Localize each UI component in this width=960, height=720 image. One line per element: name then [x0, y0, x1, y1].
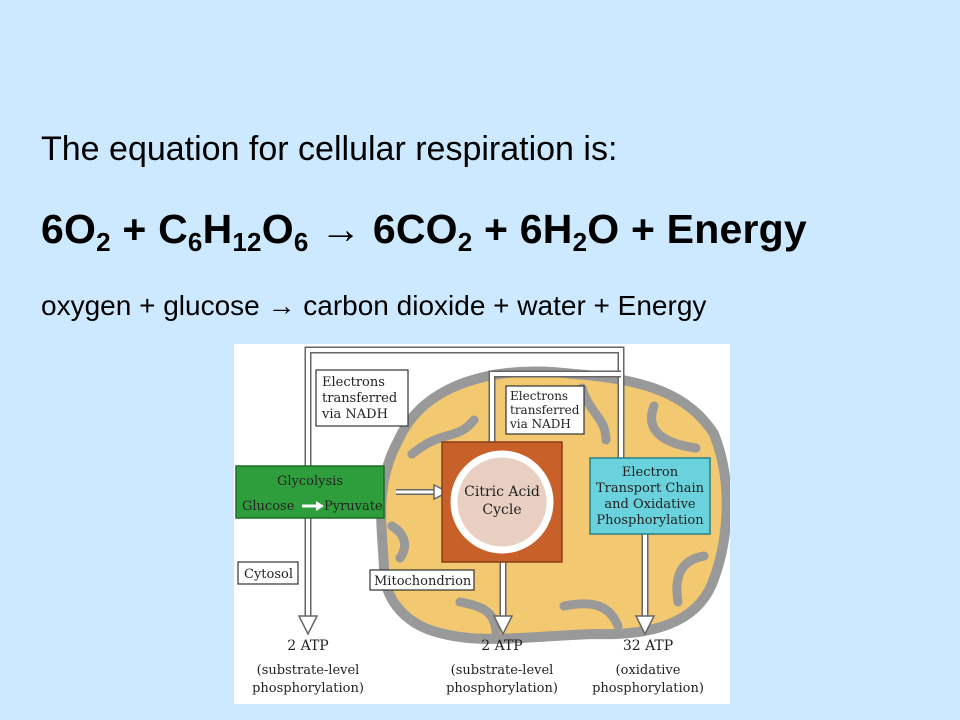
- etc-line-4: Phosphorylation: [596, 513, 704, 528]
- formula-subscript: 2: [96, 227, 111, 257]
- nadh-right-line-2: transferred: [510, 403, 580, 417]
- atp-left-line-2: phosphorylation): [252, 681, 364, 696]
- glycolysis-glucose: Glucose: [242, 499, 295, 514]
- etc-line-2: Transport Chain: [596, 481, 705, 496]
- atp-right-line-2: phosphorylation): [592, 681, 704, 696]
- atp-right-amount: 32 ATP: [623, 638, 673, 654]
- formula-subscript: 12: [232, 227, 262, 257]
- formula-subscript: 6: [293, 227, 309, 257]
- nadh-box-left: [315, 369, 409, 427]
- formula-segment: + C: [110, 206, 188, 252]
- glycolysis-box: [235, 465, 385, 519]
- atp-mid-line-1: (substrate-level: [451, 663, 554, 678]
- formula-segment: H: [202, 206, 233, 252]
- mitochondrion-label: Mitochondrion: [374, 574, 472, 589]
- glycolysis-title: Glycolysis: [277, 474, 343, 489]
- nadh-left-line-1: Electrons: [322, 375, 385, 390]
- heading-text: The equation for cellular respiration is…: [41, 130, 618, 168]
- nadh-right-line-1: Electrons: [510, 389, 568, 403]
- electron-transport-box: [589, 457, 711, 535]
- formula-subscript: 6: [187, 227, 203, 257]
- cytosol-label: Cytosol: [244, 567, 293, 582]
- word-equation: oxygen + glucose → carbon dioxide + wate…: [41, 290, 707, 321]
- atp-right-line-1: (oxidative: [616, 663, 681, 678]
- glycolysis-pyruvate: Pyruvate: [324, 499, 383, 514]
- formula-subscript: 2: [457, 227, 473, 257]
- atp-mid-line-2: phosphorylation): [446, 681, 558, 696]
- atp-left-line-1: (substrate-level: [257, 663, 360, 678]
- citric-line-1: Citric Acid: [464, 484, 540, 500]
- cytosol-label-box: [237, 561, 299, 585]
- etc-line-1: Electron: [622, 465, 679, 480]
- mitochondrion-cristae: [387, 383, 709, 639]
- formula-subscript: 2: [572, 227, 588, 257]
- formula-segment: + 6H: [472, 206, 573, 252]
- atp-left-amount: 2 ATP: [287, 638, 328, 654]
- respiration-diagram: Electrons transferred via NADH Electrons…: [234, 344, 730, 704]
- mitochondrion-label-box: [369, 569, 475, 591]
- atp-mid-amount: 2 ATP: [481, 638, 522, 654]
- formula-segment: O + Energy: [587, 206, 807, 252]
- etc-line-3: and Oxidative: [604, 497, 696, 512]
- citric-line-2: Cycle: [482, 502, 521, 518]
- formula-segment: O: [261, 206, 294, 252]
- formula-segment: 6O: [41, 206, 97, 252]
- nadh-right-line-3: via NADH: [509, 417, 571, 431]
- chemical-equation: 6O2 + C6H12O6 → 6CO2 + 6H2O + Energy: [41, 206, 807, 255]
- formula-segment: → 6CO: [308, 206, 458, 252]
- nadh-box-right: [505, 385, 585, 435]
- citric-acid-circle: [450, 450, 554, 554]
- nadh-left-line-3: via NADH: [321, 407, 388, 422]
- nadh-left-line-2: transferred: [322, 391, 397, 406]
